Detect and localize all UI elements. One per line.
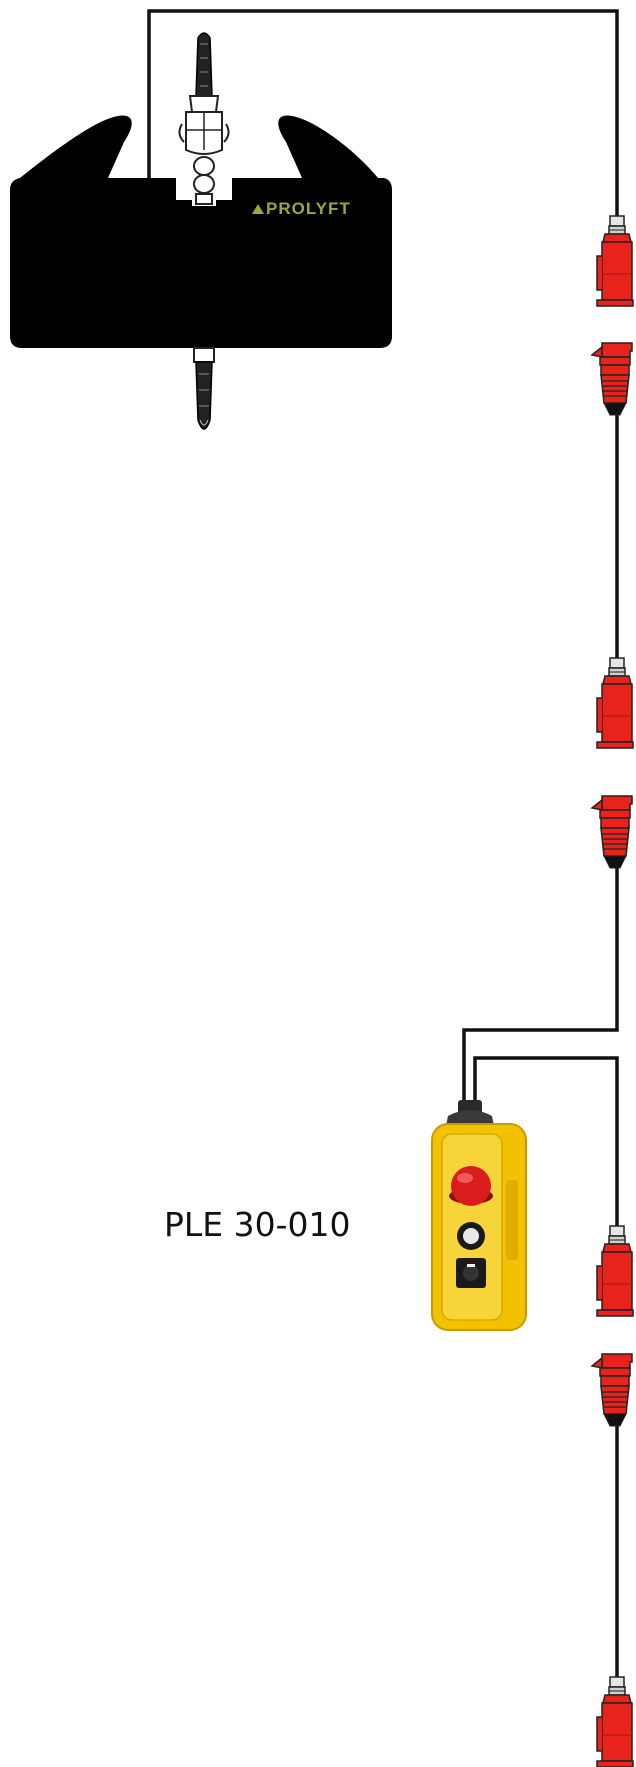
pendant-controller-icon bbox=[431, 1100, 527, 1331]
socket-3-icon bbox=[591, 1353, 633, 1427]
chain-hoist: PROLYFT bbox=[10, 32, 392, 430]
plug-2-icon bbox=[596, 657, 634, 749]
cable-socket-2-to-controller bbox=[462, 866, 619, 1110]
socket-1-icon bbox=[591, 342, 633, 416]
hoist-brand-label: PROLYFT bbox=[266, 199, 351, 218]
plug-3-icon bbox=[596, 1225, 634, 1317]
down-button-icon bbox=[456, 1258, 486, 1288]
hoist-icon bbox=[10, 115, 392, 348]
plug-4-icon bbox=[596, 1676, 634, 1767]
plug-1-icon bbox=[596, 215, 634, 307]
cable-controller-to-plug-3 bbox=[473, 1056, 619, 1226]
emergency-stop-icon bbox=[449, 1166, 493, 1206]
up-button-icon bbox=[457, 1222, 485, 1250]
bottom-hook-icon bbox=[193, 347, 215, 430]
cable-hoist-to-plug-1 bbox=[147, 9, 619, 216]
top-hook-icon bbox=[178, 32, 230, 205]
socket-2-icon bbox=[591, 795, 633, 869]
controller-model-label: PLE 30-010 bbox=[164, 1205, 351, 1244]
